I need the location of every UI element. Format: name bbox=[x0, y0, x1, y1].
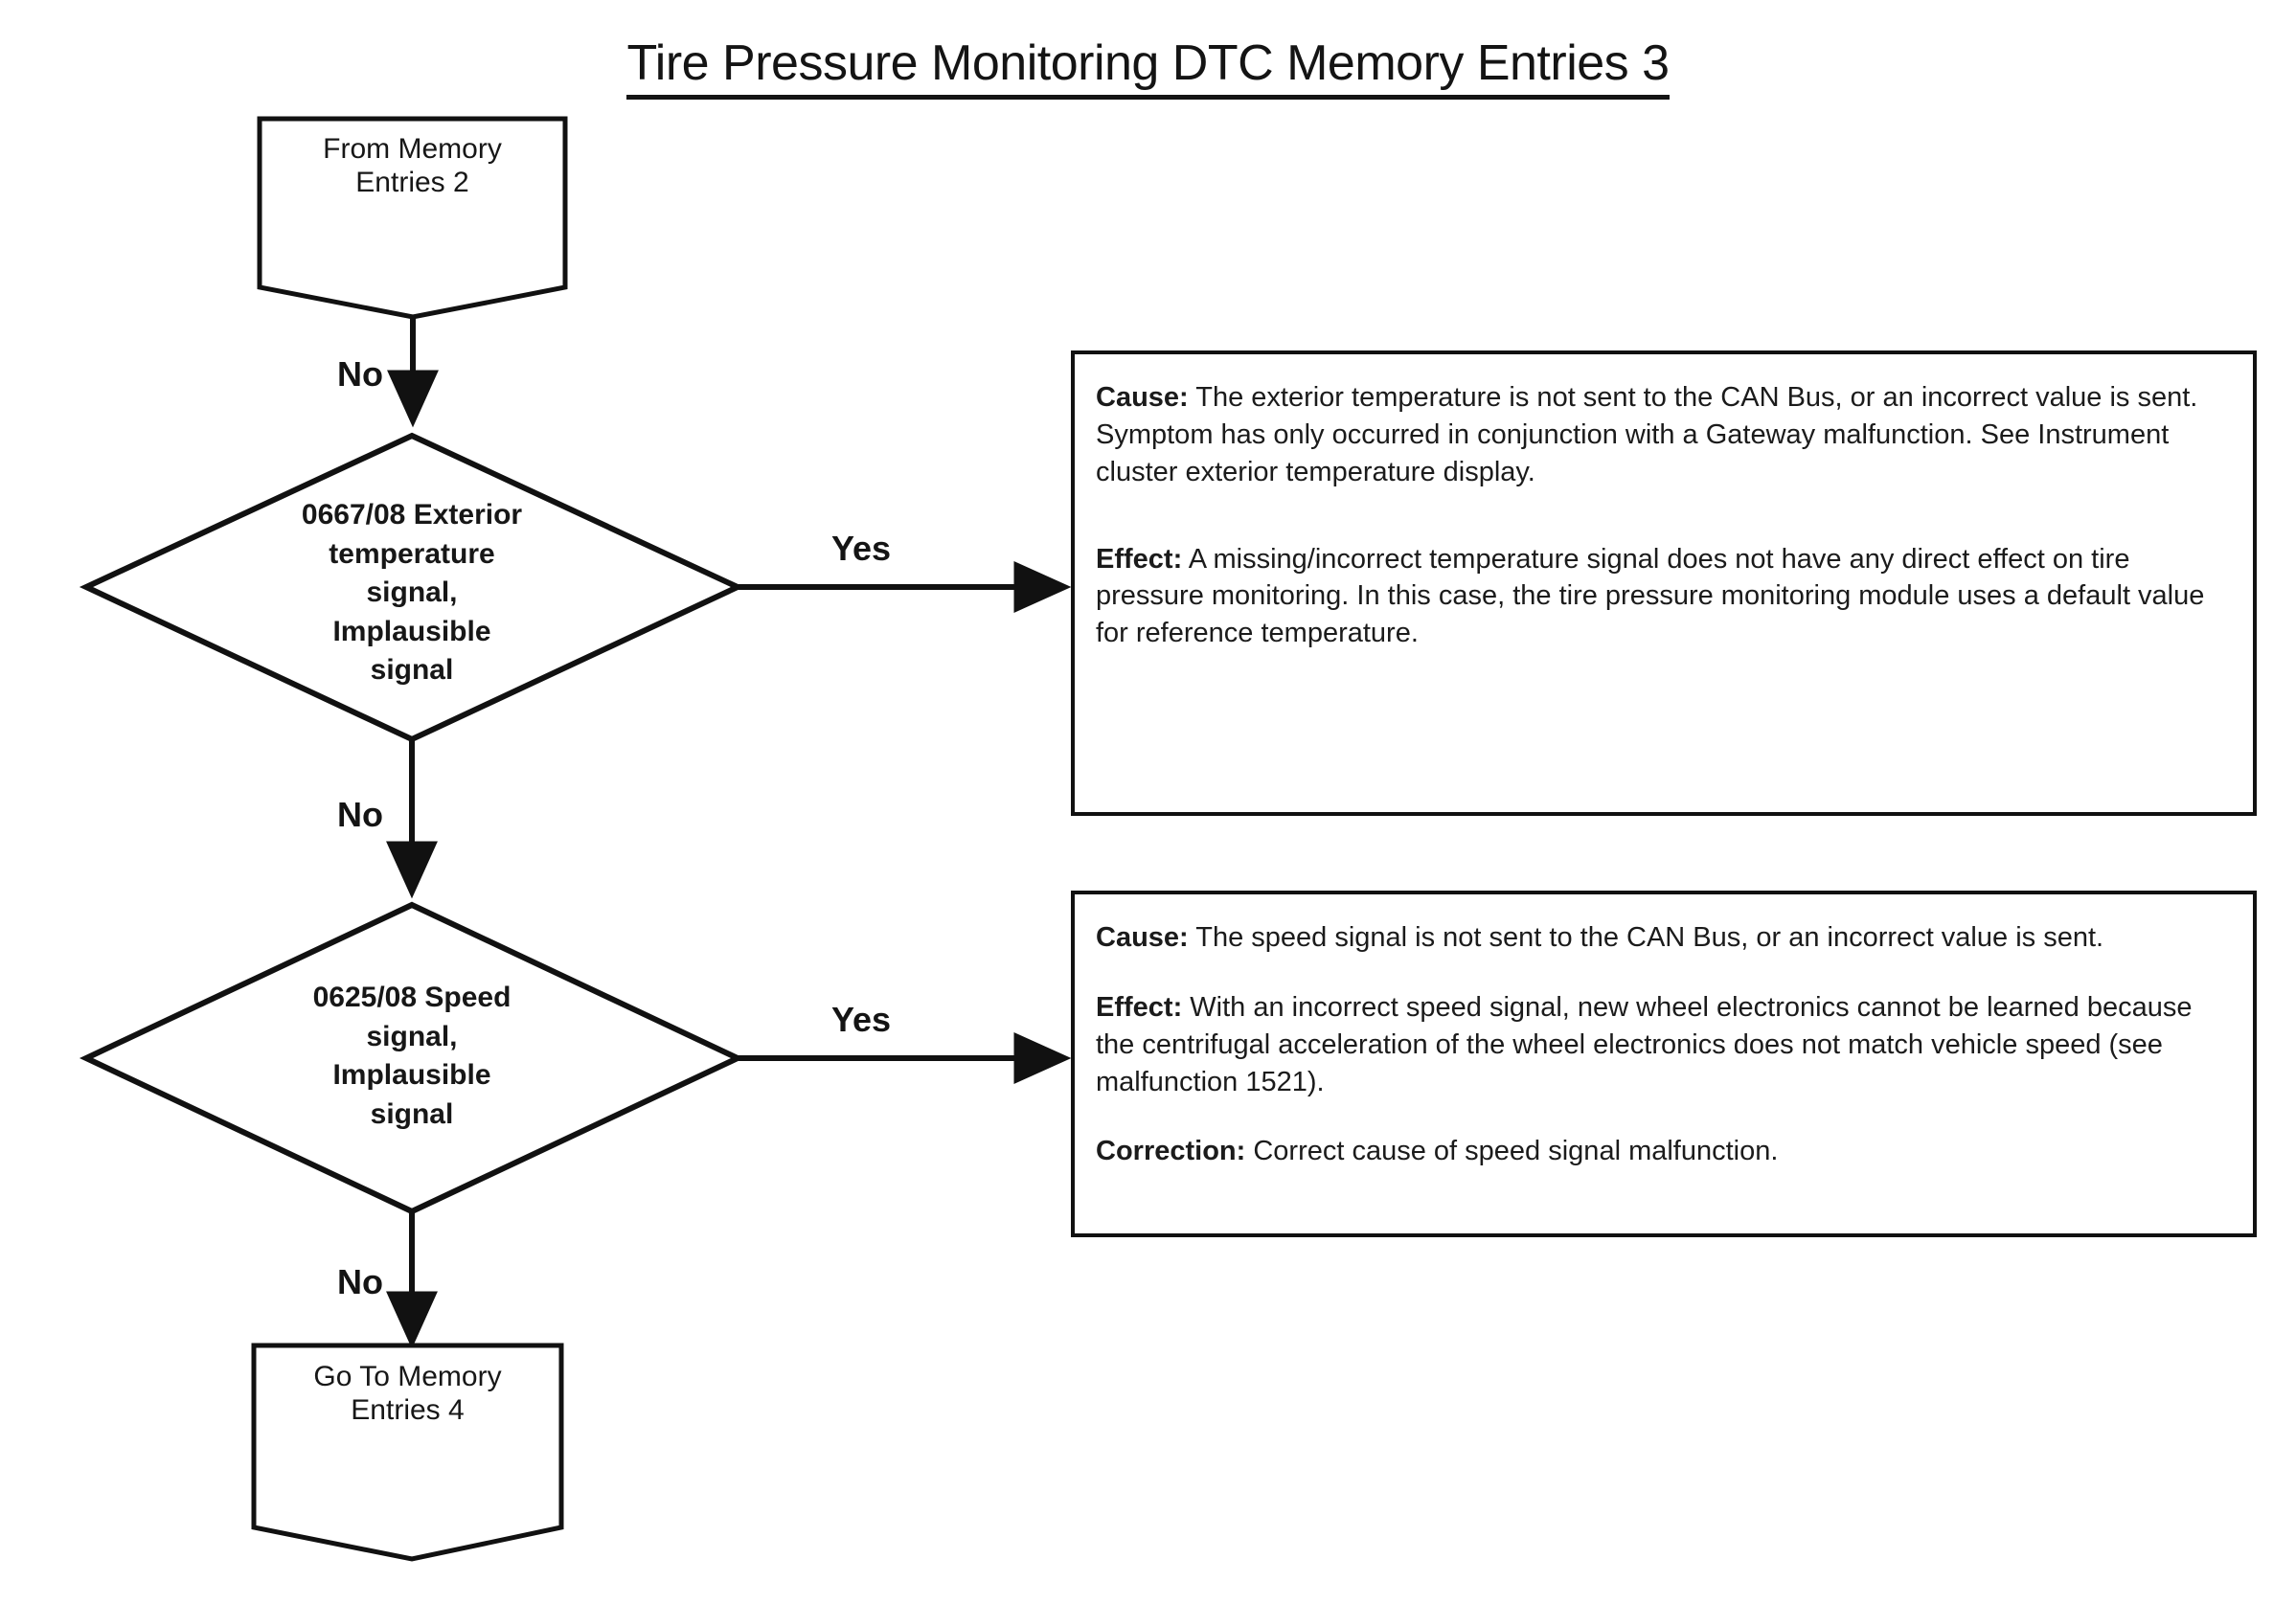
edge-label-decision1-yes: Yes bbox=[831, 529, 892, 568]
info-paragraph: Correction: Correct cause of speed signa… bbox=[1096, 1133, 2228, 1170]
info-paragraph-text: With an incorrect speed signal, new whee… bbox=[1096, 991, 2193, 1097]
info-paragraph-text: The speed signal is not sent to the CAN … bbox=[1188, 922, 2104, 953]
info-paragraph: Cause: The exterior temperature is not s… bbox=[1096, 379, 2228, 417]
info-paragraph: Symptom has only occurred in conjunction… bbox=[1096, 417, 2228, 491]
edge-label-start-to-decision1: No bbox=[337, 354, 383, 394]
decision2-shape bbox=[79, 901, 745, 1215]
info-paragraph-text: The exterior temperature is not sent to … bbox=[1188, 382, 2198, 413]
edge-label-decision2-no: No bbox=[337, 1262, 383, 1301]
decision1-shape bbox=[79, 432, 745, 743]
page-title: Tire Pressure Monitoring DTC Memory Entr… bbox=[0, 34, 2296, 100]
info-paragraph: Cause: The speed signal is not sent to t… bbox=[1096, 919, 2228, 957]
info-box-speed-signal: Cause: The speed signal is not sent to t… bbox=[1071, 891, 2257, 1237]
info-paragraph: Effect: With an incorrect speed signal, … bbox=[1096, 989, 2228, 1101]
info-paragraph-lead: Cause: bbox=[1096, 382, 1189, 413]
end-terminator-shape bbox=[251, 1343, 564, 1562]
info-paragraph-lead: Correction: bbox=[1096, 1136, 1246, 1167]
edge-label-decision2-yes: Yes bbox=[831, 1000, 892, 1039]
info-paragraph-text: Symptom has only occurred in conjunction… bbox=[1096, 418, 2170, 487]
info-paragraph-text: A missing/incorrect temperature signal d… bbox=[1096, 543, 2205, 649]
info-paragraph-lead: Effect: bbox=[1096, 991, 1183, 1023]
edge-label-decision1-no: No bbox=[337, 795, 383, 834]
info-paragraph-lead: Effect: bbox=[1096, 543, 1183, 575]
info-paragraph: Effect: A missing/incorrect temperature … bbox=[1096, 541, 2228, 653]
info-box-speed-signal-body: Cause: The speed signal is not sent to t… bbox=[1075, 894, 2253, 1189]
start-terminator-shape bbox=[257, 116, 568, 320]
info-paragraph-lead: Cause: bbox=[1096, 922, 1189, 953]
page-title-text: Tire Pressure Monitoring DTC Memory Entr… bbox=[626, 34, 1670, 100]
info-box-exterior-temperature-body: Cause: The exterior temperature is not s… bbox=[1075, 354, 2253, 671]
info-box-exterior-temperature: Cause: The exterior temperature is not s… bbox=[1071, 350, 2257, 816]
info-paragraph-text: Correct cause of speed signal malfunctio… bbox=[1245, 1136, 1779, 1167]
